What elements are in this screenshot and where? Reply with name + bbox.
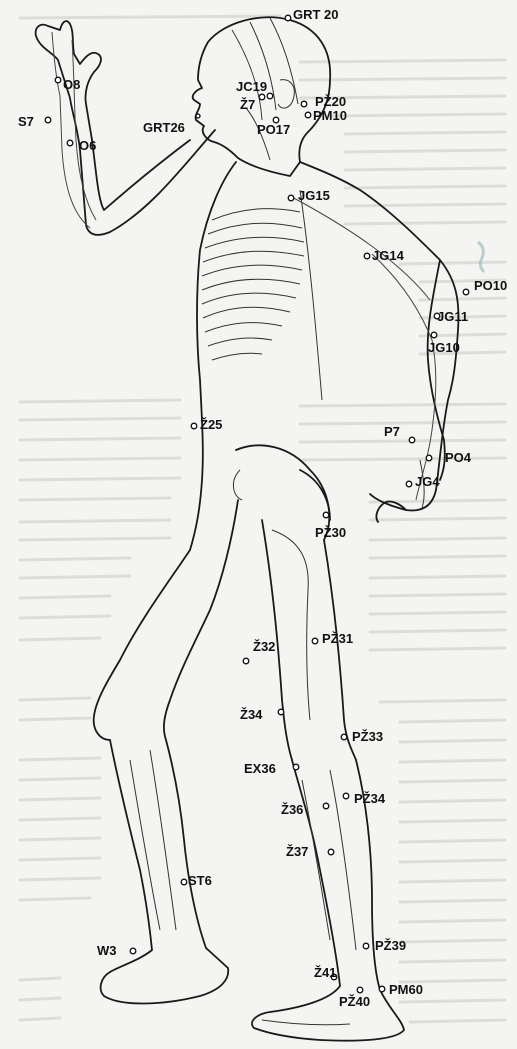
point-pz34: PŽ34 — [343, 791, 386, 806]
point-label: Ž37 — [286, 844, 308, 859]
point-marker — [426, 455, 432, 461]
point-z41: Ž41 — [314, 965, 337, 980]
point-marker — [67, 140, 73, 146]
point-marker — [191, 423, 197, 429]
point-pz31: PŽ31 — [312, 631, 353, 646]
point-label: JG10 — [428, 340, 460, 355]
point-label: PŽ39 — [375, 938, 406, 953]
point-label: JG11 — [437, 309, 468, 324]
point-grt20: GRT 20 — [285, 7, 338, 22]
point-s7: S7 — [18, 114, 51, 129]
point-label: JG14 — [372, 248, 405, 263]
point-jg14: JG14 — [364, 248, 404, 263]
point-ex36: EX36 — [244, 761, 299, 776]
point-label: PM10 — [313, 108, 347, 123]
point-jg10: JG10 — [428, 332, 460, 355]
point-marker — [323, 803, 329, 809]
point-label: P7 — [384, 424, 400, 439]
point-po4: PO4 — [426, 450, 472, 465]
point-label: Ž32 — [253, 639, 275, 654]
point-marker — [55, 77, 61, 83]
point-label: GRT26 — [143, 120, 185, 135]
point-po10: PO10 — [463, 278, 507, 295]
point-marker — [196, 114, 200, 118]
point-marker — [45, 117, 51, 123]
point-z25: Ž25 — [191, 417, 222, 432]
raised-arm — [36, 21, 215, 235]
point-marker — [341, 734, 347, 740]
point-label: ST6 — [188, 873, 212, 888]
point-w3: W3 — [97, 943, 136, 958]
point-z32: Ž32 — [243, 639, 275, 664]
point-label: Ž25 — [200, 417, 222, 432]
point-label: EX36 — [244, 761, 276, 776]
point-marker — [288, 195, 294, 201]
point-pz40: PŽ40 — [339, 987, 370, 1009]
point-marker — [278, 709, 284, 715]
point-pz39: PŽ39 — [363, 938, 406, 953]
point-jg4: JG4 — [406, 474, 440, 489]
point-marker — [305, 112, 311, 118]
point-label: PŽ40 — [339, 994, 370, 1009]
point-marker — [357, 987, 363, 993]
point-st6: ST6 — [181, 873, 212, 888]
point-label: PŽ31 — [322, 631, 353, 646]
point-label: JG4 — [415, 474, 440, 489]
point-marker — [301, 101, 307, 107]
point-label: PŽ20 — [315, 94, 346, 109]
point-label: Ž41 — [314, 965, 336, 980]
point-marker — [323, 512, 329, 518]
point-pm10: PM10 — [305, 108, 347, 123]
point-marker — [328, 849, 334, 855]
point-jg11: JG11 — [434, 309, 468, 324]
point-z34: Ž34 — [240, 707, 284, 722]
point-z37: Ž37 — [286, 844, 334, 859]
point-label: JC19 — [236, 79, 267, 94]
lower-hand — [376, 460, 424, 522]
point-label: PŽ30 — [315, 525, 346, 540]
point-label: GRT 20 — [293, 7, 339, 22]
point-label: PO10 — [474, 278, 507, 293]
point-label: Ž7 — [240, 97, 255, 112]
point-label: PM60 — [389, 982, 423, 997]
point-label: PO4 — [445, 450, 472, 465]
point-grt26: GRT26 — [143, 114, 200, 135]
point-marker — [243, 658, 249, 664]
point-marker — [379, 986, 385, 992]
point-label: PŽ34 — [354, 791, 386, 806]
point-label: W3 — [97, 943, 117, 958]
point-marker — [259, 94, 265, 100]
point-label: PO17 — [257, 122, 290, 137]
point-z7: Ž7 — [240, 93, 273, 112]
point-o6: O6 — [67, 138, 96, 153]
point-label: PŽ33 — [352, 729, 383, 744]
point-marker — [267, 93, 273, 99]
point-pm60: PM60 — [379, 982, 423, 997]
point-marker — [312, 638, 318, 644]
point-label: Ž36 — [281, 802, 303, 817]
point-pz20: PŽ20 — [301, 94, 346, 109]
point-label: S7 — [18, 114, 34, 129]
point-po17: PO17 — [257, 117, 290, 137]
point-marker — [181, 879, 187, 885]
point-marker — [130, 948, 136, 954]
point-label: JG15 — [298, 188, 330, 203]
point-marker — [285, 15, 291, 21]
point-p7: P7 — [384, 424, 415, 443]
point-marker — [364, 253, 370, 259]
point-marker — [409, 437, 415, 443]
point-marker — [363, 943, 369, 949]
point-marker — [463, 289, 469, 295]
point-marker — [431, 332, 437, 338]
point-label: Ž34 — [240, 707, 263, 722]
point-marker — [343, 793, 349, 799]
point-jg15: JG15 — [288, 188, 330, 203]
point-marker — [406, 481, 412, 487]
point-label: O8 — [63, 77, 80, 92]
point-marker — [293, 764, 299, 770]
point-label: O6 — [79, 138, 96, 153]
